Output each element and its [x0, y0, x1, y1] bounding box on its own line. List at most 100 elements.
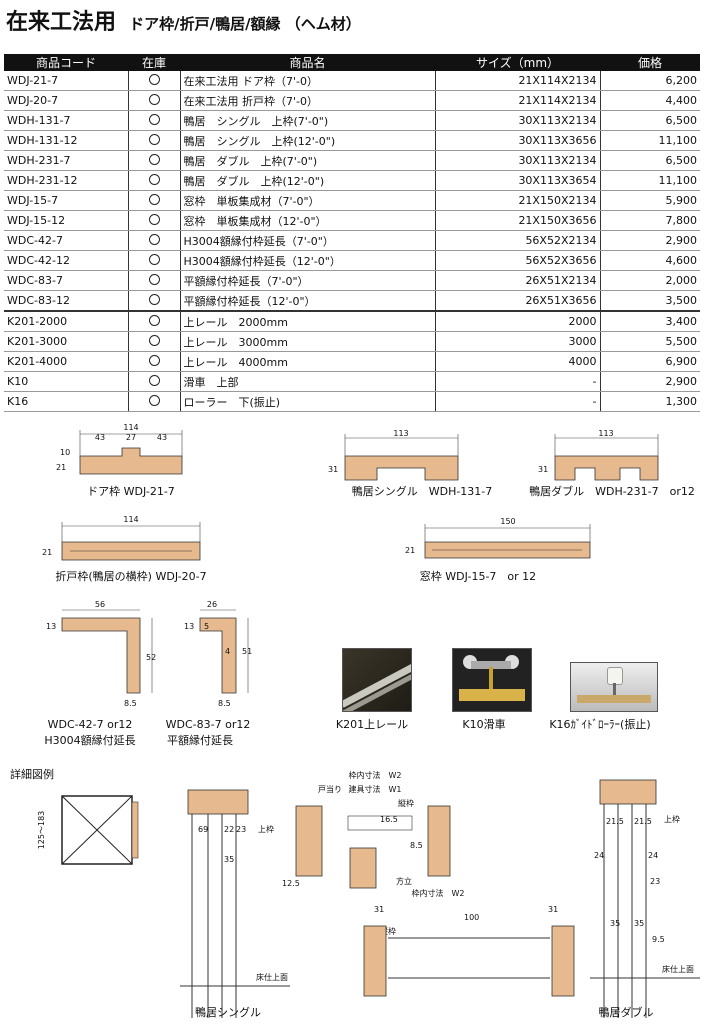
product-name: 上レール 3000mm	[180, 331, 436, 352]
in-stock-circle-icon	[148, 354, 160, 366]
stock-cell	[128, 270, 181, 291]
product-size: 21X114X2134	[435, 71, 601, 91]
wdc42-caption-code: WDC-42-7 or12	[48, 718, 133, 731]
wdc42-dim-width: 56	[95, 600, 105, 609]
product-size: 2000	[435, 310, 601, 332]
wdc83-dim-b: 4	[225, 647, 230, 656]
product-price: 5,500	[600, 331, 700, 352]
detail-single: 69 22 23 上枠 35 床仕上面 鴨居シングル	[180, 789, 290, 1019]
product-size: 26X51X2134	[435, 270, 601, 291]
product-code: K201-4000	[4, 351, 129, 372]
product-size: -	[435, 371, 601, 392]
detail-dim-side: 125～183	[37, 811, 46, 850]
wdc42-profile: 56 13 52 8.5 WDC-42-7 or12 H3004額縁付延長	[44, 600, 156, 747]
kamoi-single-caption: 鴨居シングル WDH-131-7	[352, 484, 493, 498]
single-dim-69: 69	[198, 825, 208, 834]
door-dim-width: 114	[123, 423, 138, 432]
kamoi-single-shape	[344, 455, 459, 481]
page-header: 在来工法用 ドア枠/折戸/鴨居/額縁 （ヘム材）	[6, 4, 361, 35]
plan-dim-31-right: 31	[548, 905, 558, 914]
page-title: 在来工法用	[6, 9, 117, 35]
kamoi-double-profile: 113 31 鴨居ダブル WDH-231-7 or12	[529, 429, 695, 498]
wdc83-shape	[199, 617, 237, 694]
plan-dim-125: 12.5	[282, 879, 300, 888]
single-kamiwaku-label: 上枠	[258, 824, 274, 834]
k10-pulley-photo	[452, 648, 532, 712]
product-name: 平額縁付枠延長（12'-0"）	[180, 290, 436, 312]
in-stock-circle-icon	[148, 233, 160, 245]
detail-heading: 詳細図例	[10, 767, 54, 781]
product-code: WDJ-15-12	[4, 210, 129, 231]
kamoi-double-shape	[554, 455, 659, 481]
product-name: ローラー 下(振止)	[180, 391, 436, 412]
plan-dim-85: 8.5	[410, 841, 423, 850]
double-dim-23: 23	[650, 877, 660, 886]
wdc42-dim-len: 52	[146, 653, 156, 662]
col-header-name: 商品名	[180, 54, 435, 71]
product-code: K10	[4, 371, 129, 392]
detail-plan: 枠内寸法 W2 建具寸法 W1 戸当り 縦枠 方立 12.5 8.5 16.5 …	[282, 770, 575, 997]
wdc83-caption-name: 平額縁付延長	[167, 733, 233, 747]
product-size: 3000	[435, 331, 601, 352]
door-frame-shape	[79, 447, 183, 475]
in-stock-circle-icon	[148, 293, 160, 305]
window-frame-caption: 窓枠 WDJ-15-7 or 12	[420, 569, 536, 583]
door-dim-b: 27	[126, 433, 136, 442]
in-stock-circle-icon	[148, 213, 160, 225]
single-dim-width: 113	[393, 429, 408, 438]
plan-tatewaku-top: 縦枠	[398, 798, 414, 808]
col-header-price: 価格	[600, 54, 700, 71]
product-name: 上レール 2000mm	[180, 310, 436, 332]
product-code: WDH-131-7	[4, 110, 129, 131]
stock-cell	[128, 130, 181, 151]
in-stock-circle-icon	[148, 153, 160, 165]
double-dim-24a: 24	[594, 851, 604, 860]
double-dim-35a: 35	[610, 919, 620, 928]
door-dim-h1: 10	[60, 448, 70, 457]
detail-double: 21.5 21.5 上枠 24 24 23 35 35 9.5 床仕上面 鴨居ダ…	[590, 779, 700, 1019]
double-dim-215a: 21.5	[606, 817, 624, 826]
page-subtitle: ドア枠/折戸/鴨居/額縁 （ヘム材）	[129, 15, 361, 33]
product-price: 4,600	[600, 250, 700, 271]
plan-houdate: 方立	[396, 876, 412, 886]
stock-cell	[128, 310, 181, 332]
plan-dim-165: 16.5	[380, 815, 398, 824]
k201-rail-photo	[342, 648, 412, 712]
plan-waku-w2-lower: 枠内寸法 W2	[412, 888, 465, 898]
fold-frame-caption: 折戸枠(鴨居の横枠) WDJ-20-7	[55, 569, 206, 583]
product-code: K16	[4, 391, 129, 412]
in-stock-circle-icon	[148, 374, 160, 386]
double-floor-label: 床仕上面	[662, 964, 694, 974]
product-code: WDJ-20-7	[4, 90, 129, 111]
product-code: WDC-83-12	[4, 290, 129, 312]
product-code: K201-3000	[4, 331, 129, 352]
single-dim-height: 31	[328, 465, 338, 474]
stock-cell	[128, 250, 181, 271]
product-price: 7,800	[600, 210, 700, 231]
k201-caption: K201上レール	[336, 718, 408, 731]
product-price: 11,100	[600, 130, 700, 151]
wdc83-dim-width: 26	[207, 600, 217, 609]
wdc42-dim-foot: 8.5	[124, 699, 137, 708]
wdc42-dim-h: 13	[46, 622, 56, 631]
product-size: 21X150X2134	[435, 190, 601, 211]
stock-cell	[128, 170, 181, 191]
door-dim-a: 43	[95, 433, 105, 442]
product-price: 1,300	[600, 391, 700, 412]
stock-cell	[128, 351, 181, 372]
k16-roller-photo	[570, 662, 658, 712]
product-code: WDH-231-7	[4, 150, 129, 171]
double-dim-95: 9.5	[652, 935, 665, 944]
double-detail-caption: 鴨居ダブル	[599, 1005, 654, 1019]
product-name: 鴨居 シングル 上枠(7'-0")	[180, 110, 436, 131]
single-detail-caption: 鴨居シングル	[195, 1005, 261, 1019]
product-code: WDH-131-12	[4, 130, 129, 151]
single-floor-label: 床仕上面	[256, 972, 288, 982]
